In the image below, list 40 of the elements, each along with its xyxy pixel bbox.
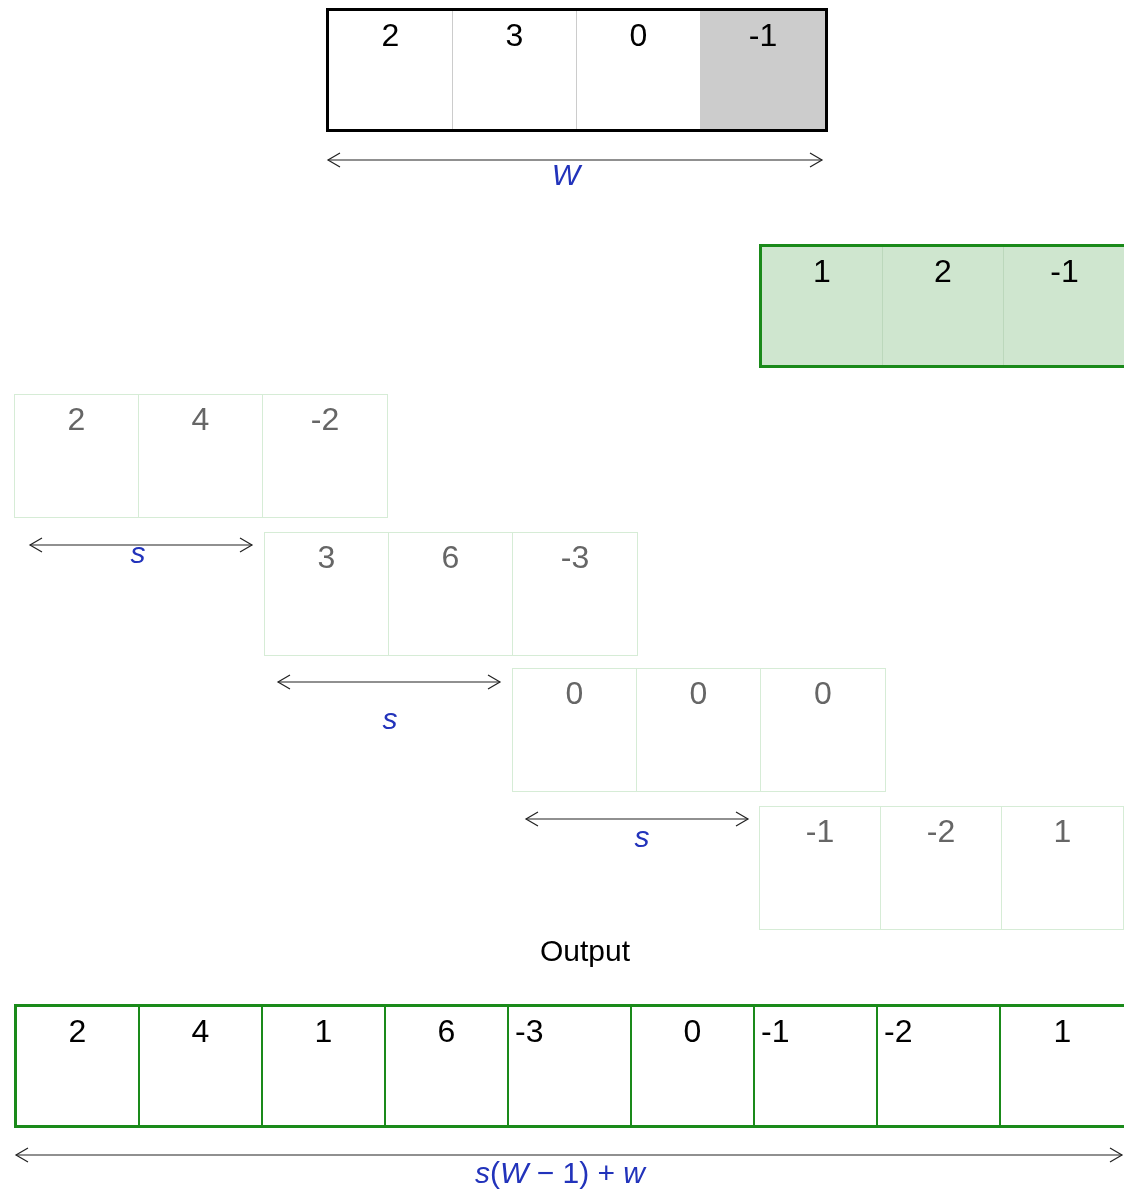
array-cell: -3 bbox=[509, 1007, 632, 1125]
array-cell: 2 bbox=[883, 247, 1004, 365]
dimension-label: s(W − 1) + w bbox=[474, 1156, 646, 1189]
dimension-label: W bbox=[551, 158, 581, 191]
array-cell: 4 bbox=[140, 1007, 263, 1125]
array-cell: 4 bbox=[139, 395, 263, 517]
array-cell: 2 bbox=[15, 395, 139, 517]
array-cell: 3 bbox=[265, 533, 389, 655]
array-box bbox=[264, 532, 638, 656]
array-box bbox=[326, 8, 828, 132]
dimension-label: s bbox=[130, 536, 146, 569]
array-cell: 1 bbox=[762, 247, 883, 365]
array-box bbox=[759, 806, 1124, 930]
array-cell: -2 bbox=[878, 1007, 1001, 1125]
array-cell: -2 bbox=[263, 395, 387, 517]
array-box bbox=[14, 394, 388, 518]
array-cell: 0 bbox=[632, 1007, 755, 1125]
array-cell: 1 bbox=[1002, 807, 1123, 929]
row-title: Output bbox=[539, 934, 631, 967]
array-box bbox=[512, 668, 886, 792]
array-cell: -1 bbox=[755, 1007, 878, 1125]
array-cell: 1 bbox=[1001, 1007, 1124, 1125]
array-cell: 1 bbox=[263, 1007, 386, 1125]
array-box bbox=[759, 244, 1124, 368]
array-cell: 2 bbox=[329, 11, 453, 129]
array-cell: 6 bbox=[389, 533, 513, 655]
array-cell: -1 bbox=[760, 807, 881, 929]
array-cell: 6 bbox=[386, 1007, 509, 1125]
array-cell: 3 bbox=[453, 11, 577, 129]
array-cell: -1 bbox=[1004, 247, 1124, 365]
dimension-label: s bbox=[634, 820, 650, 853]
array-cell: 0 bbox=[761, 669, 885, 791]
array-cell: -3 bbox=[513, 533, 637, 655]
array-cell: -1 bbox=[701, 11, 825, 129]
array-cell: 2 bbox=[17, 1007, 140, 1125]
array-cell: 0 bbox=[637, 669, 761, 791]
array-cell: -2 bbox=[881, 807, 1002, 929]
array-box bbox=[14, 1004, 1124, 1128]
array-cell: 0 bbox=[513, 669, 637, 791]
dimension-label: s bbox=[382, 702, 398, 735]
